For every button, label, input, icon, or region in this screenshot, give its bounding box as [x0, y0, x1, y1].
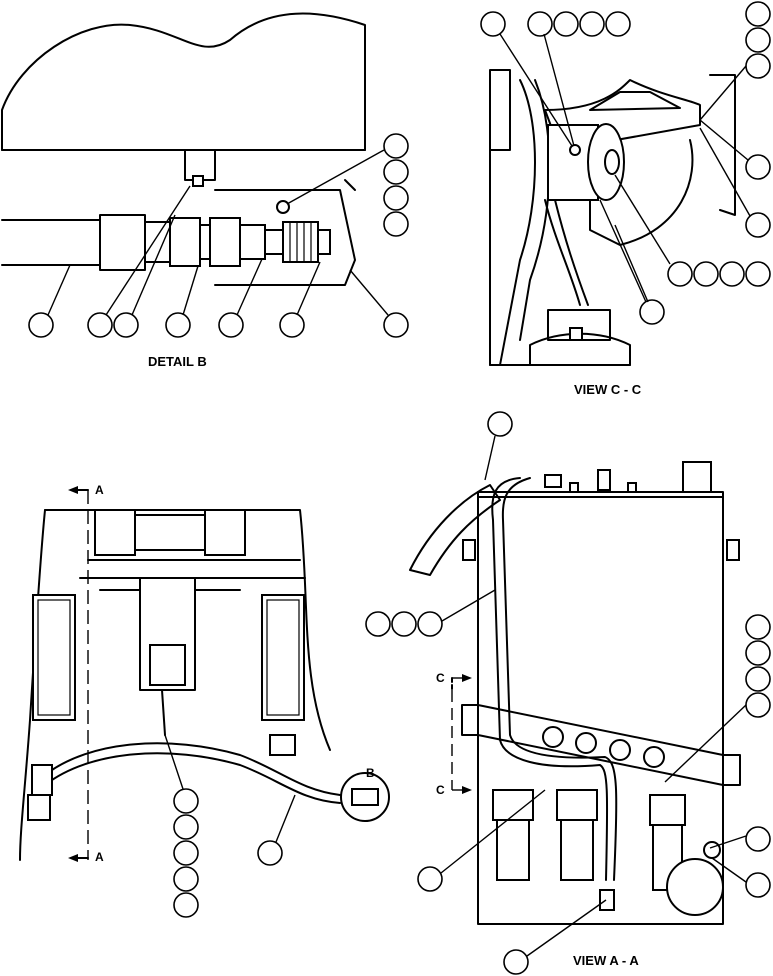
- callout-balloon: [383, 312, 409, 338]
- callout-balloon: [487, 411, 513, 437]
- callout-balloon: [745, 614, 771, 640]
- callout-balloon: [745, 27, 771, 53]
- callout-balloon: [383, 185, 409, 211]
- callout-balloon: [667, 261, 693, 287]
- callout-balloon: [173, 840, 199, 866]
- view-c-title: VIEW C - C: [574, 382, 642, 397]
- detail-b-title: DETAIL B: [148, 354, 207, 369]
- callout-balloon: [745, 1, 771, 27]
- callout-balloon: [383, 211, 409, 237]
- callout-balloon: [745, 872, 771, 898]
- callout-balloon: [218, 312, 244, 338]
- callout-balloon: [87, 312, 113, 338]
- callout-balloon: [745, 53, 771, 79]
- section-c-top-label: C: [436, 671, 445, 685]
- detail-b-drawing: [1, 12, 409, 338]
- section-c-bottom-label: C: [436, 783, 445, 797]
- callout-balloon: [417, 866, 443, 892]
- callout-balloon: [605, 11, 631, 37]
- callout-balloon: [173, 892, 199, 918]
- callout-balloon: [553, 11, 579, 37]
- view-c-drawing: [480, 1, 771, 366]
- callout-balloon: [173, 866, 199, 892]
- callout-balloon: [503, 949, 529, 975]
- callout-balloon: [480, 11, 506, 37]
- callout-balloon: [693, 261, 719, 287]
- callout-balloon: [383, 133, 409, 159]
- callout-balloon: [279, 312, 305, 338]
- callout-balloon: [173, 788, 199, 814]
- detail-b-reference-label: B: [366, 766, 375, 780]
- callout-balloon: [745, 154, 771, 180]
- callout-balloon: [527, 11, 553, 37]
- callout-balloon: [745, 212, 771, 238]
- section-a-top-label: A: [95, 483, 104, 497]
- machine-view-drawing: [19, 486, 390, 918]
- callout-balloon: [639, 299, 665, 325]
- callout-balloon: [579, 11, 605, 37]
- view-a-drawing: [365, 411, 771, 975]
- callout-balloon: [28, 312, 54, 338]
- callout-balloon: [165, 312, 191, 338]
- callout-balloon: [745, 692, 771, 718]
- callout-balloon: [257, 840, 283, 866]
- callout-balloon: [365, 611, 391, 637]
- callout-balloon: [391, 611, 417, 637]
- callout-balloon: [113, 312, 139, 338]
- callout-balloon: [745, 640, 771, 666]
- callout-balloon: [745, 826, 771, 852]
- callout-balloon: [745, 261, 771, 287]
- callout-balloon: [417, 611, 443, 637]
- callout-balloon: [173, 814, 199, 840]
- callout-balloon: [383, 159, 409, 185]
- callout-balloon: [745, 666, 771, 692]
- section-a-bottom-label: A: [95, 850, 104, 864]
- callout-balloon: [719, 261, 745, 287]
- view-a-title: VIEW A - A: [573, 953, 639, 968]
